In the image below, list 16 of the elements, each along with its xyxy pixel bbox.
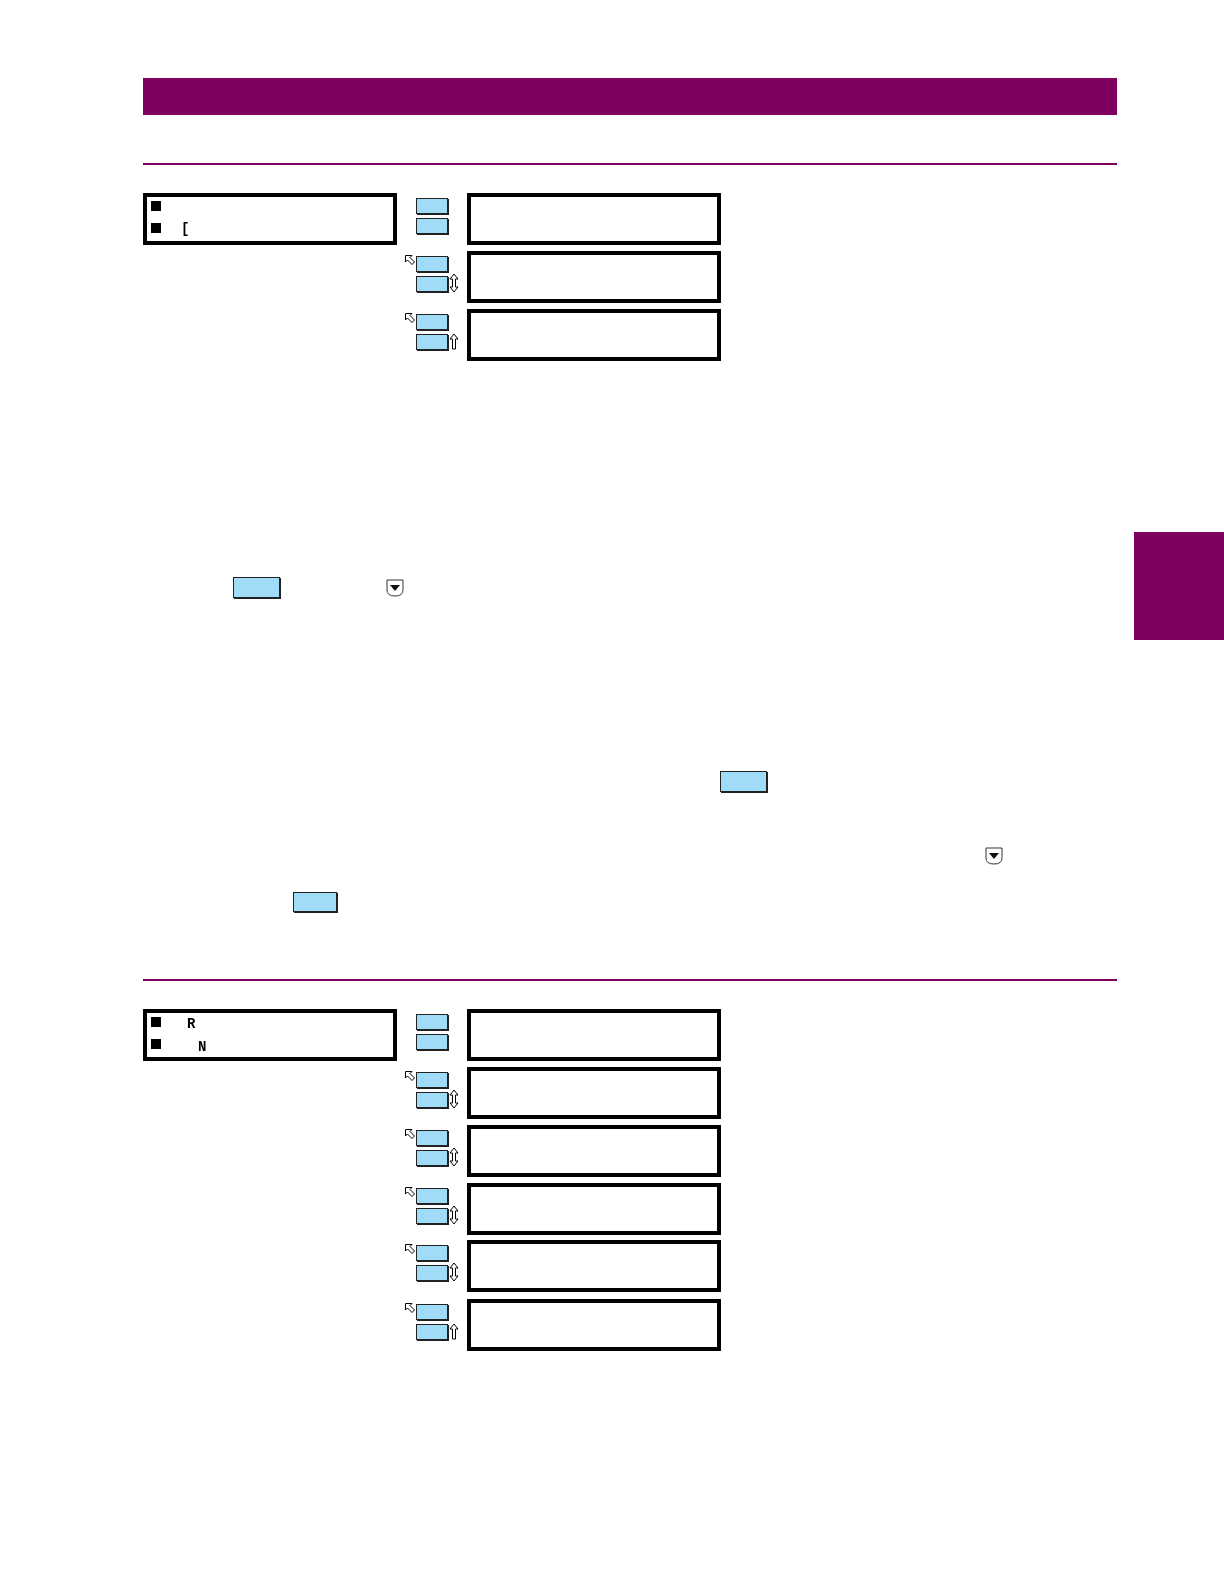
- display-box: [467, 251, 721, 303]
- menu-text: [: [181, 221, 190, 237]
- display-box: [467, 1009, 721, 1061]
- display-box: [467, 1067, 721, 1119]
- display-box: [467, 309, 721, 361]
- display-box: [467, 1299, 721, 1351]
- display-box: [467, 1183, 721, 1235]
- header-bar: [143, 78, 1117, 115]
- display-box: [467, 1240, 721, 1292]
- menu-text: R: [187, 1016, 196, 1032]
- menu-header-box: [143, 193, 397, 245]
- display-box: [467, 193, 721, 245]
- menu-header-box: [143, 1009, 397, 1061]
- display-box: [467, 1125, 721, 1177]
- section-tab: [1134, 532, 1224, 640]
- menu-text: N: [198, 1039, 207, 1055]
